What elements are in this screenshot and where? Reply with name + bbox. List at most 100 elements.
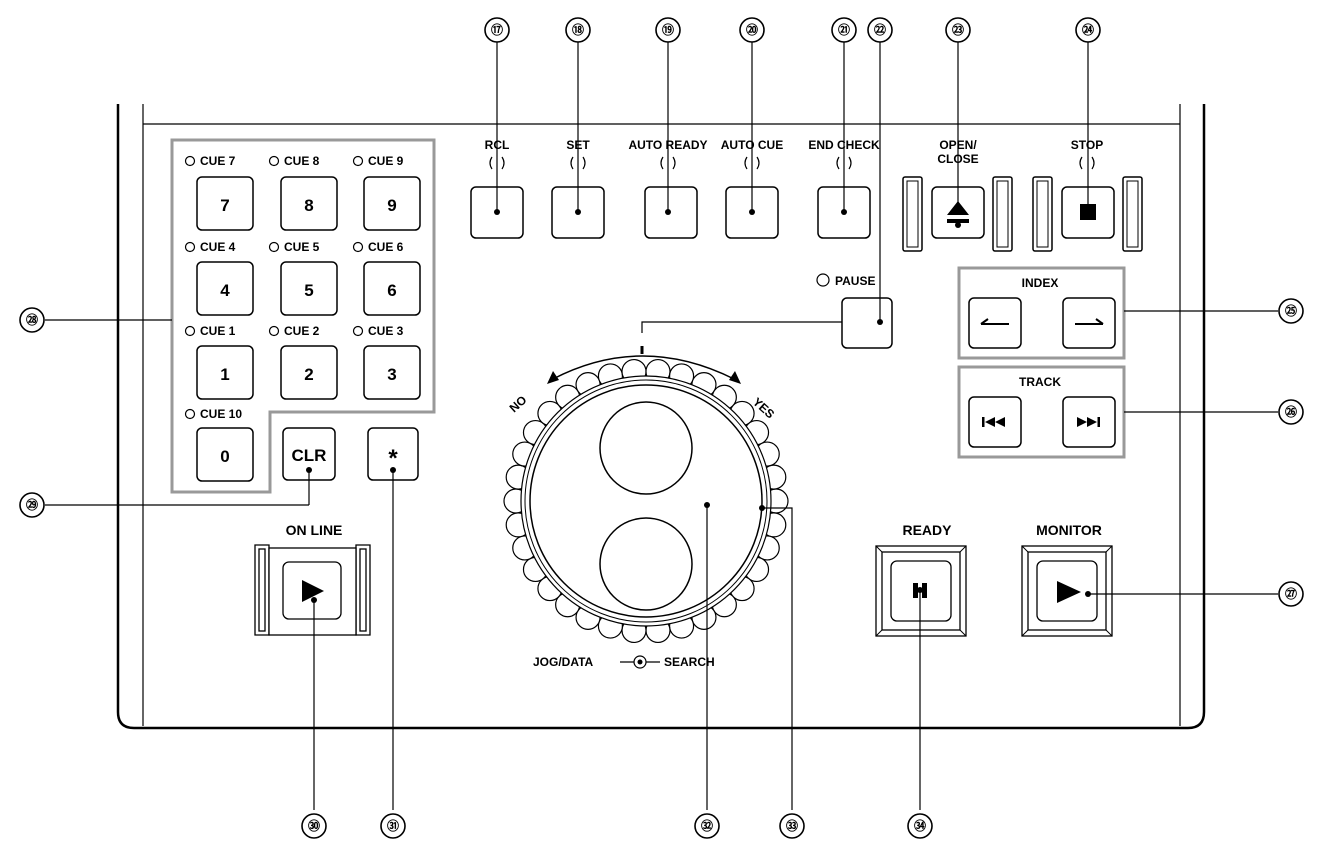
- eject-guide-right: [992, 176, 1013, 252]
- cue4-led: [184, 241, 196, 253]
- cue2-led: [268, 325, 280, 337]
- arrow-right-icon: [1075, 318, 1104, 325]
- callout-17: ⑰: [491, 22, 503, 37]
- stop-guide-left-inner: [1036, 180, 1049, 248]
- jog-dial[interactable]: [529, 384, 763, 618]
- cue4-label: CUE 4: [200, 240, 236, 254]
- key-9[interactable]: [363, 176, 421, 231]
- callout-19: ⑲: [662, 22, 674, 37]
- track-label: TRACK: [1019, 375, 1061, 389]
- chassis-outline: [116, 104, 1206, 730]
- callout-31: ㉛: [387, 818, 399, 833]
- cue3-led: [352, 325, 364, 337]
- index-frame: [957, 266, 1126, 360]
- callout-leaders: [45, 40, 1278, 810]
- key-6-label: 6: [387, 281, 396, 300]
- pause-connector: [641, 321, 842, 333]
- cue9-led: [352, 155, 364, 167]
- callout-26: ㉖: [1285, 404, 1297, 419]
- set-led: [570, 156, 586, 170]
- key-4[interactable]: [196, 261, 254, 316]
- key-0-label: 0: [220, 447, 229, 466]
- rcl-led: [489, 156, 505, 170]
- cue9-label: CUE 9: [368, 154, 404, 168]
- callout-30: ㉚: [308, 818, 320, 833]
- stop-guide-right: [1122, 176, 1143, 252]
- cue6-led: [352, 241, 364, 253]
- pause-icon: [913, 583, 927, 598]
- pause-button[interactable]: [841, 297, 893, 349]
- arrow-no-icon: [547, 371, 559, 384]
- cue8-led: [268, 155, 280, 167]
- on-line-guide-right-inner: [359, 548, 367, 632]
- pause-led: [816, 273, 830, 287]
- cue5-label: CUE 5: [284, 240, 320, 254]
- jog-dial-upper-grip: [599, 401, 693, 495]
- key-7[interactable]: [196, 176, 254, 231]
- play-icon-monitor: [1057, 581, 1081, 603]
- dial-yes-label: YES: [750, 395, 777, 421]
- callout-dots: [306, 209, 1091, 603]
- jog-search-switch-dot: [637, 659, 643, 665]
- keypad-frame: [170, 138, 436, 494]
- auto-ready-button[interactable]: [644, 186, 698, 239]
- cue1-label: CUE 1: [200, 324, 236, 338]
- callout-34: ㉞: [914, 818, 926, 833]
- cue10-label: CUE 10: [200, 407, 242, 421]
- stop-label: STOP: [1071, 138, 1103, 152]
- skip-back-icon: [982, 417, 1005, 427]
- key-3-label: 3: [387, 365, 396, 384]
- key-8[interactable]: [280, 176, 338, 231]
- cue7-led: [184, 155, 196, 167]
- callout-27: ㉗: [1285, 586, 1297, 601]
- search-label: SEARCH: [664, 655, 715, 669]
- callout-circles: [19, 17, 1304, 839]
- callout-20: ⑳: [746, 22, 758, 37]
- key-9-label: 9: [387, 196, 396, 215]
- cue8-label: CUE 8: [284, 154, 320, 168]
- callout-numbers: ⑰ ⑱ ⑲ ⑳ ㉑ ㉒ ㉓ ㉔ ㉘ ㉕ ㉖ ㉙ ㉗ ㉚ ㉛ ㉜ ㉝ ㉞: [26, 22, 1297, 833]
- auto-ready-led: [660, 156, 676, 170]
- pause-label: PAUSE: [835, 274, 875, 288]
- jog-dial-ring-2: [524, 379, 768, 623]
- stop-guide-left: [1032, 176, 1053, 252]
- clr-label: CLR: [292, 446, 327, 465]
- callout-33: ㉝: [786, 818, 798, 833]
- dial-no-label: NO: [507, 393, 530, 415]
- callout-32: ㉜: [701, 818, 713, 833]
- dial-direction-arc: [552, 355, 735, 380]
- cue5-led: [268, 241, 280, 253]
- key-3[interactable]: [363, 345, 421, 400]
- key-5[interactable]: [280, 261, 338, 316]
- star-label: *: [388, 445, 398, 472]
- callout-24: ㉔: [1082, 22, 1094, 37]
- key-8-label: 8: [304, 196, 313, 215]
- eject-guide-left: [902, 176, 923, 252]
- stop-led: [1079, 156, 1095, 170]
- key-1[interactable]: [196, 345, 254, 400]
- callout-21: ㉑: [838, 22, 850, 37]
- key-0[interactable]: [196, 427, 254, 482]
- cue10-led: [184, 408, 196, 420]
- callout-25: ㉕: [1285, 303, 1297, 318]
- stop-guide-right-inner: [1126, 180, 1139, 248]
- key-7-label: 7: [220, 196, 229, 215]
- cue3-label: CUE 3: [368, 324, 404, 338]
- callout-28: ㉘: [26, 312, 38, 327]
- cue1-led: [184, 325, 196, 337]
- eject-guide-left-inner: [906, 180, 919, 248]
- arrow-left-icon: [980, 318, 1009, 325]
- key-4-label: 4: [220, 281, 230, 300]
- ready-label: READY: [902, 522, 952, 538]
- keypad-cue-labels: CUE 7 CUE 8 CUE 9 CUE 4 CUE 5 CUE 6 CUE …: [184, 154, 404, 421]
- key-6[interactable]: [363, 261, 421, 316]
- cue6-label: CUE 6: [368, 240, 404, 254]
- end-check-led: [836, 156, 852, 170]
- callout-29: ㉙: [26, 497, 38, 512]
- on-line-guide-left-inner: [258, 548, 266, 632]
- key-5-label: 5: [304, 281, 313, 300]
- on-line-label: ON LINE: [286, 522, 343, 538]
- key-2[interactable]: [280, 345, 338, 400]
